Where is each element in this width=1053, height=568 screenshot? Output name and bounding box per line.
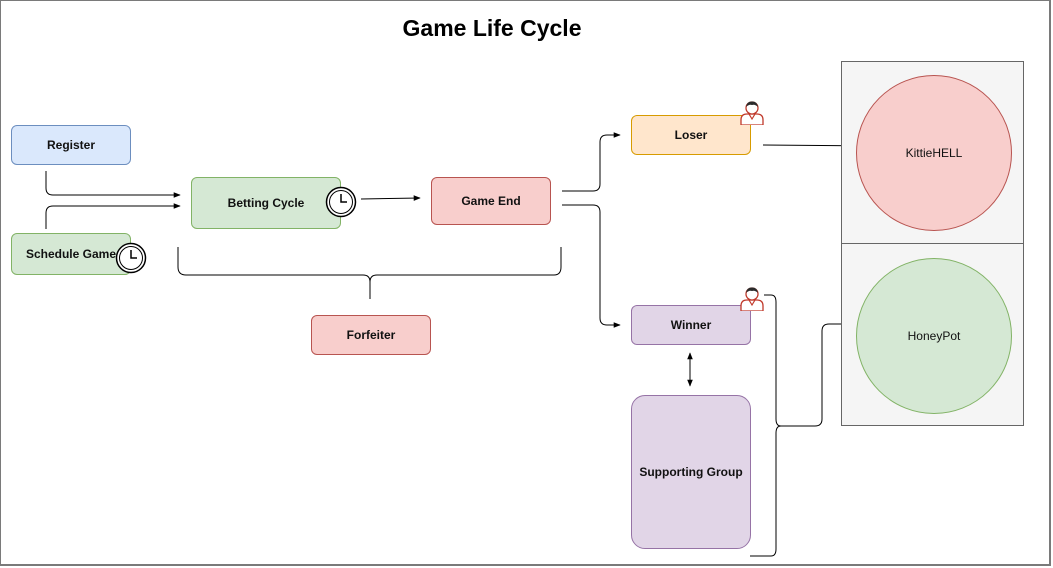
user-icon	[740, 287, 764, 311]
game-end-node[interactable]: Game End	[431, 177, 551, 225]
honeypot-circle[interactable]: HoneyPot	[856, 258, 1012, 414]
clock-icon	[325, 186, 357, 218]
supporting-group-node[interactable]: Supporting Group	[631, 395, 751, 549]
betting-cycle-node[interactable]: Betting Cycle	[191, 177, 341, 229]
edge-gameend-to-loser	[562, 132, 621, 192]
clock-icon	[115, 242, 147, 274]
edge-register-to-betting	[45, 171, 181, 198]
edge-group-to-honeypot	[781, 321, 892, 427]
edge-schedule-to-betting	[45, 203, 181, 229]
register-node[interactable]: Register	[11, 125, 131, 165]
loser-node[interactable]: Loser	[631, 115, 751, 155]
winner-node[interactable]: Winner	[631, 305, 751, 345]
schedule-game-node[interactable]: Schedule Game	[11, 233, 131, 275]
edge-gameend-to-winner	[562, 204, 621, 328]
forfeiter-node[interactable]: Forfeiter	[311, 315, 431, 355]
edge-betting-to-gameend	[360, 195, 421, 201]
diagram-title: Game Life Cycle	[402, 15, 582, 41]
user-icon	[740, 101, 764, 125]
kittiehell-circle[interactable]: KittieHELL	[856, 75, 1012, 231]
brace-betting-gameend	[177, 247, 562, 299]
bracket-winner-group	[750, 294, 782, 557]
